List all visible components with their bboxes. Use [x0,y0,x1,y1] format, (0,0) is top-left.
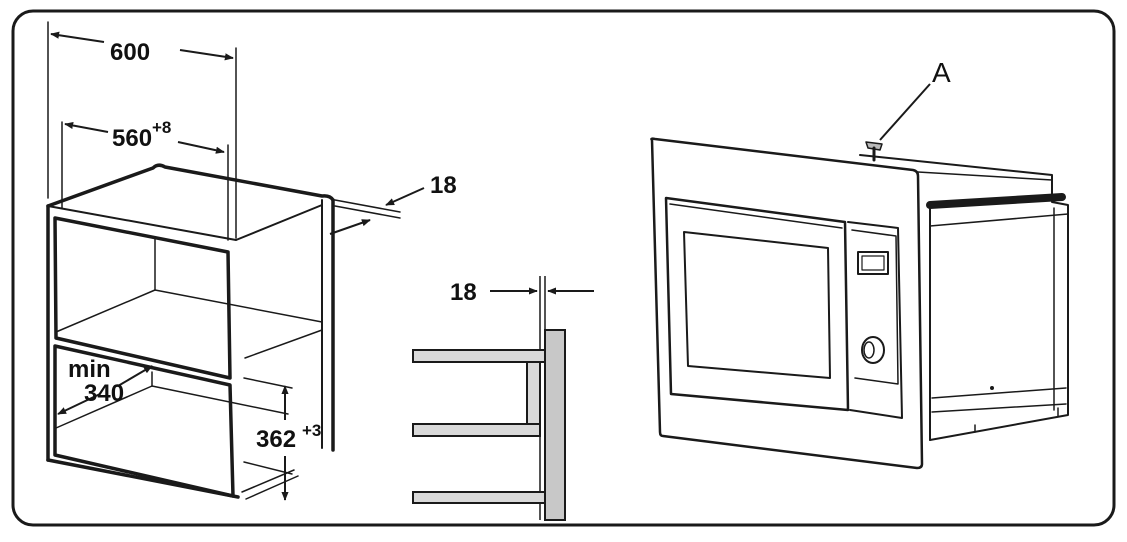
outer-frame [11,9,1116,527]
dim-362-tolerance: +3 [302,421,321,440]
dim-362-label: 362 [256,426,296,453]
shelf-middle [412,423,541,437]
control-panel [847,221,903,419]
dim-560-label: 560 [112,125,152,152]
part-a-label: A [932,57,951,88]
wall-panel [544,329,566,521]
cabinet-diagram [46,21,401,500]
microwave-window [683,231,831,379]
microwave-door [664,196,850,412]
shelf-top [412,349,546,363]
microwave-diagram [650,137,1069,470]
dim-min-label: min [68,356,111,383]
dim-arrow-18-bottom [329,219,371,235]
side-section-diagram [412,276,594,521]
dim-arrow-600-right [179,49,234,61]
dim-18-top-label: 18 [430,172,457,199]
control-display [857,251,889,275]
dim-18-mid-label: 18 [450,279,477,306]
control-knob [861,336,885,364]
dim-340-label: 340 [84,380,124,407]
dim-arrow-18-top [385,187,425,206]
fixing-screw [865,141,883,151]
part-a-leader [879,83,931,141]
dim-arrow-340-back [117,365,153,387]
dim-arrow-560-left [64,121,109,133]
dim-600-label: 600 [110,39,150,66]
dim-arrow-340-front [57,393,101,415]
shelf-bottom [412,491,546,504]
trim-frame [650,137,924,470]
dim-560-tolerance: +8 [152,118,171,137]
dim-arrow-600-left [50,31,105,43]
dim-arrow-560-right [177,141,225,154]
